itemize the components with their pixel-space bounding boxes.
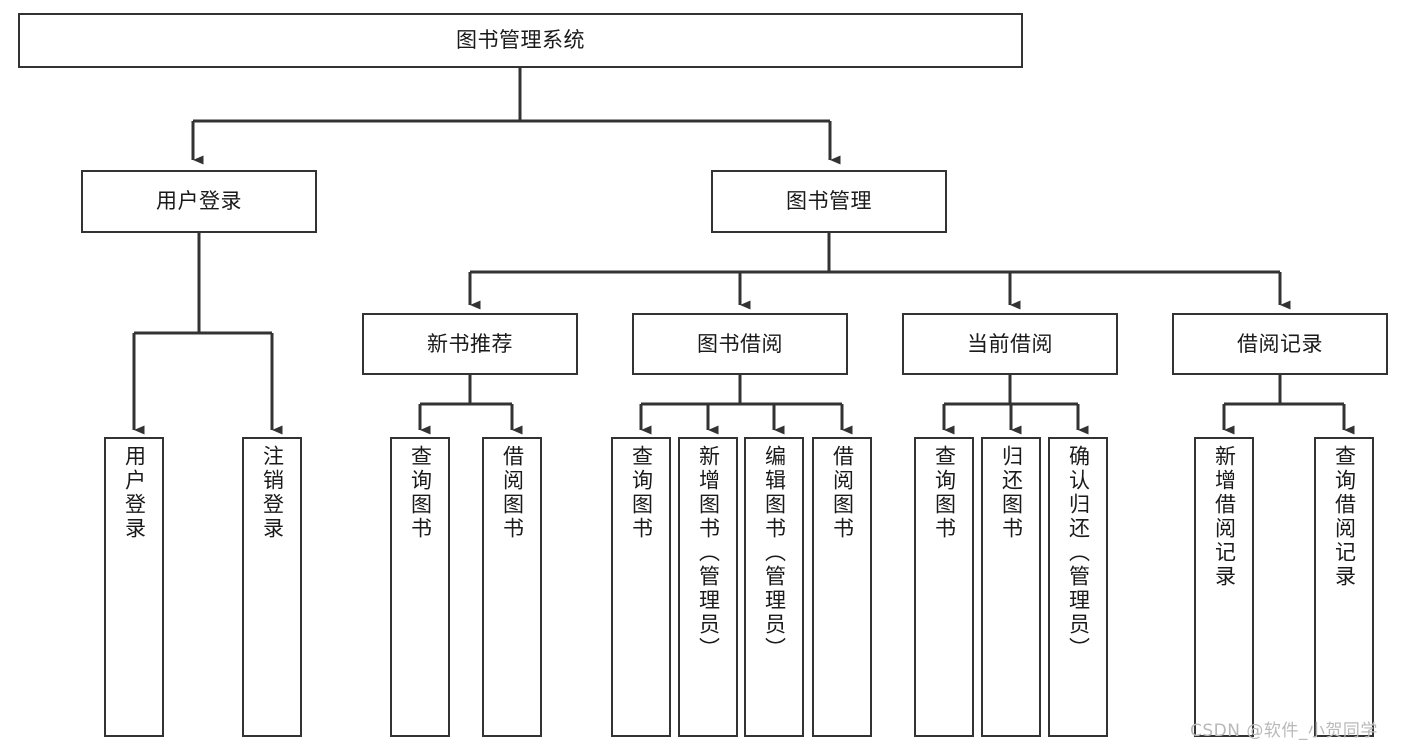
leaf-user-login-logout[interactable]: 注销登录 <box>242 437 302 737</box>
leaf-book-borrow-query[interactable]: 查询图书 <box>611 437 671 737</box>
node-label: 归还图书 <box>999 445 1024 541</box>
leaf-book-borrow-edit-admin[interactable]: 编辑图书（管理员） <box>744 437 804 737</box>
node-label: 借阅图书 <box>500 445 525 541</box>
node-label: 查询图书 <box>408 445 433 541</box>
leaf-new-book-borrow[interactable]: 借阅图书 <box>482 437 542 737</box>
node-label: 图书借阅 <box>697 331 783 356</box>
node-label: 图书管理 <box>786 189 872 214</box>
node-label: 新书推荐 <box>427 331 513 356</box>
leaf-book-borrow-add-admin[interactable]: 新增图书（管理员） <box>678 437 738 737</box>
node-user-login[interactable]: 用户登录 <box>81 170 317 233</box>
watermark-text: CSDN @软件_小贺同学 <box>1190 721 1378 741</box>
node-label: 确认归还（管理员） <box>1066 445 1091 661</box>
node-book-management[interactable]: 图书管理 <box>711 170 947 233</box>
node-book-borrow[interactable]: 图书借阅 <box>632 313 848 375</box>
leaf-user-login-login[interactable]: 用户登录 <box>104 437 164 737</box>
node-label: 编辑图书（管理员） <box>762 445 787 661</box>
node-label: 新增借阅记录 <box>1212 445 1237 589</box>
node-label: 借阅图书 <box>830 445 855 541</box>
leaf-current-borrow-return[interactable]: 归还图书 <box>981 437 1041 737</box>
node-new-book-recommend[interactable]: 新书推荐 <box>362 313 578 375</box>
leaf-current-borrow-query[interactable]: 查询图书 <box>914 437 974 737</box>
node-label: 新增图书（管理员） <box>696 445 721 661</box>
node-label: 注销登录 <box>260 445 285 541</box>
node-label: 查询借阅记录 <box>1332 445 1357 589</box>
node-label: 查询图书 <box>629 445 654 541</box>
node-label: 图书管理系统 <box>456 28 585 53</box>
node-label: 当前借阅 <box>967 331 1053 356</box>
node-label: 用户登录 <box>122 445 147 541</box>
node-label: 用户登录 <box>156 189 242 214</box>
leaf-current-borrow-confirm-admin[interactable]: 确认归还（管理员） <box>1048 437 1108 737</box>
node-label: 借阅记录 <box>1237 331 1323 356</box>
leaf-book-borrow-borrow[interactable]: 借阅图书 <box>812 437 872 737</box>
leaf-new-book-query[interactable]: 查询图书 <box>390 437 450 737</box>
leaf-borrow-record-query[interactable]: 查询借阅记录 <box>1314 437 1374 737</box>
node-root-system[interactable]: 图书管理系统 <box>18 13 1023 68</box>
node-current-borrow[interactable]: 当前借阅 <box>902 313 1118 375</box>
leaf-borrow-record-add[interactable]: 新增借阅记录 <box>1194 437 1254 737</box>
node-borrow-record[interactable]: 借阅记录 <box>1172 313 1388 375</box>
node-label: 查询图书 <box>932 445 957 541</box>
